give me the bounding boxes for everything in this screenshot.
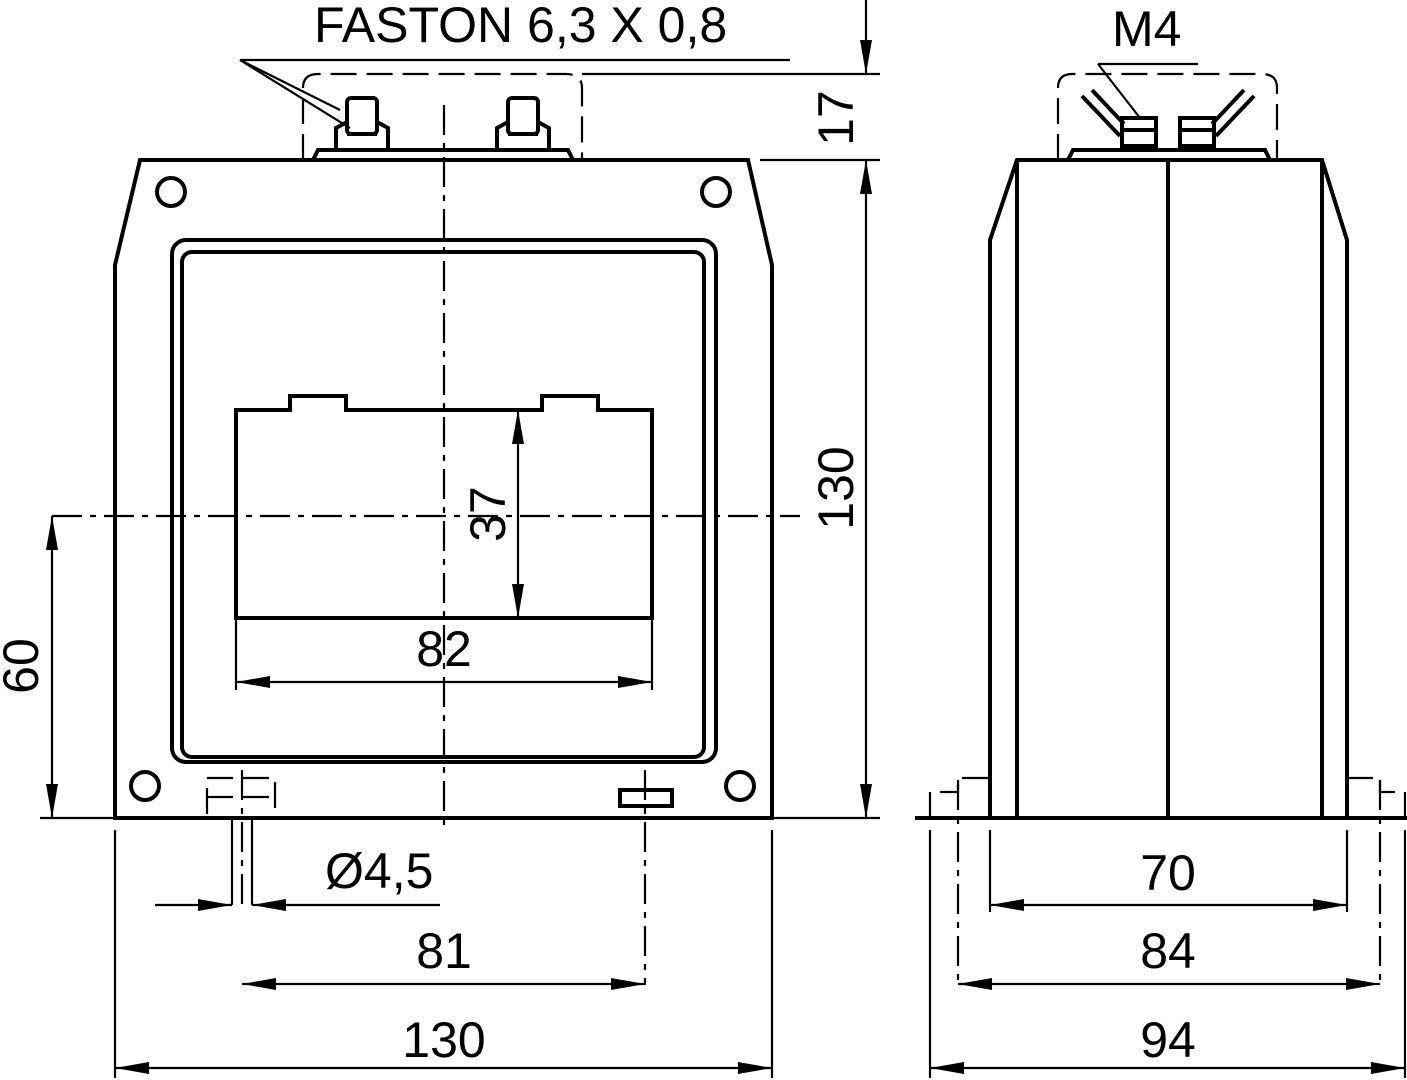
m4-label: M4 xyxy=(1112,1,1181,57)
dim-81-label: 81 xyxy=(416,923,472,979)
side-terminal-envelope xyxy=(1056,72,1279,160)
mounting-hole-bottom-right xyxy=(724,770,756,802)
dim-82-label: 82 xyxy=(416,621,472,677)
dim-130-height-label: 130 xyxy=(808,446,864,529)
front-view xyxy=(52,72,800,985)
dim-130-width-label: 130 xyxy=(402,1012,485,1068)
dim-84-label: 84 xyxy=(1140,923,1196,979)
dim-37-label: 37 xyxy=(460,486,516,542)
mounting-hole-bottom-left xyxy=(129,770,161,802)
dimensions xyxy=(40,0,1407,1078)
dim-hole-label: Ø4,5 xyxy=(325,843,433,899)
terminal-block xyxy=(311,148,575,161)
primary-opening xyxy=(234,394,654,620)
side-view xyxy=(915,72,1407,985)
dim-70-label: 70 xyxy=(1140,845,1196,901)
faston-terminal-right xyxy=(495,96,551,150)
mounting-hole-top-left xyxy=(155,176,187,208)
front-inner-frame xyxy=(170,238,718,764)
terminal-envelope xyxy=(301,72,584,160)
m4-terminal-left xyxy=(1080,88,1158,148)
m4-terminal-right xyxy=(1178,88,1256,148)
dim-60-label: 60 xyxy=(0,638,49,694)
faston-label: FASTON 6,3 X 0,8 xyxy=(314,0,727,53)
mounting-hole-top-right xyxy=(700,176,732,208)
dim-94-label: 94 xyxy=(1140,1012,1196,1068)
dim-17-label: 17 xyxy=(808,90,864,146)
